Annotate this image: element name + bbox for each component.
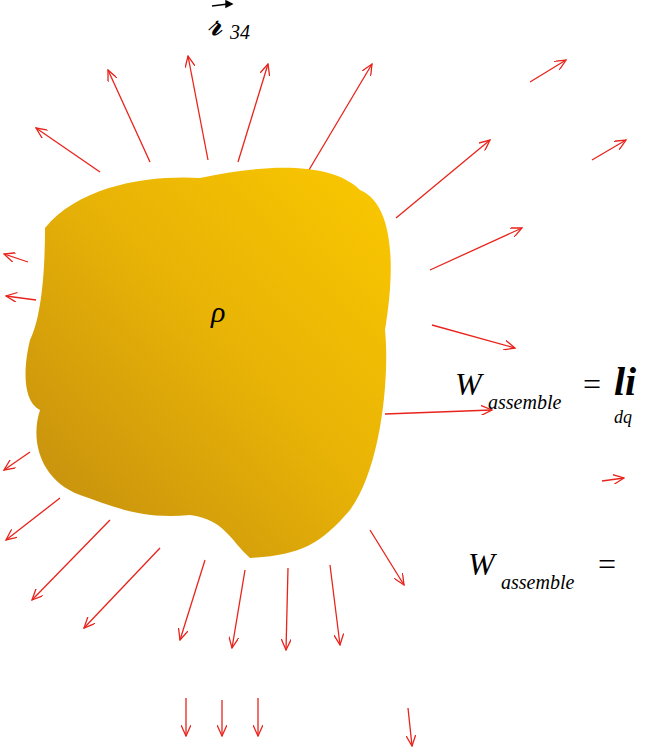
vector-subscript: 34 xyxy=(230,22,250,42)
work-subscript: assemble xyxy=(501,572,574,592)
density-symbol: ρ xyxy=(211,297,225,327)
work-symbol: W xyxy=(455,368,482,400)
equals-sign: = xyxy=(598,548,616,580)
limit-operator: li xyxy=(614,362,636,402)
work-subscript: assemble xyxy=(488,392,561,412)
blob-shape xyxy=(25,155,400,565)
limit-subscript: dq xyxy=(614,408,632,426)
separation-vector: 𝓻 xyxy=(207,6,223,40)
equals-sign: = xyxy=(583,368,601,400)
work-symbol: W xyxy=(468,548,495,580)
charge-blob: ρ xyxy=(25,155,400,565)
